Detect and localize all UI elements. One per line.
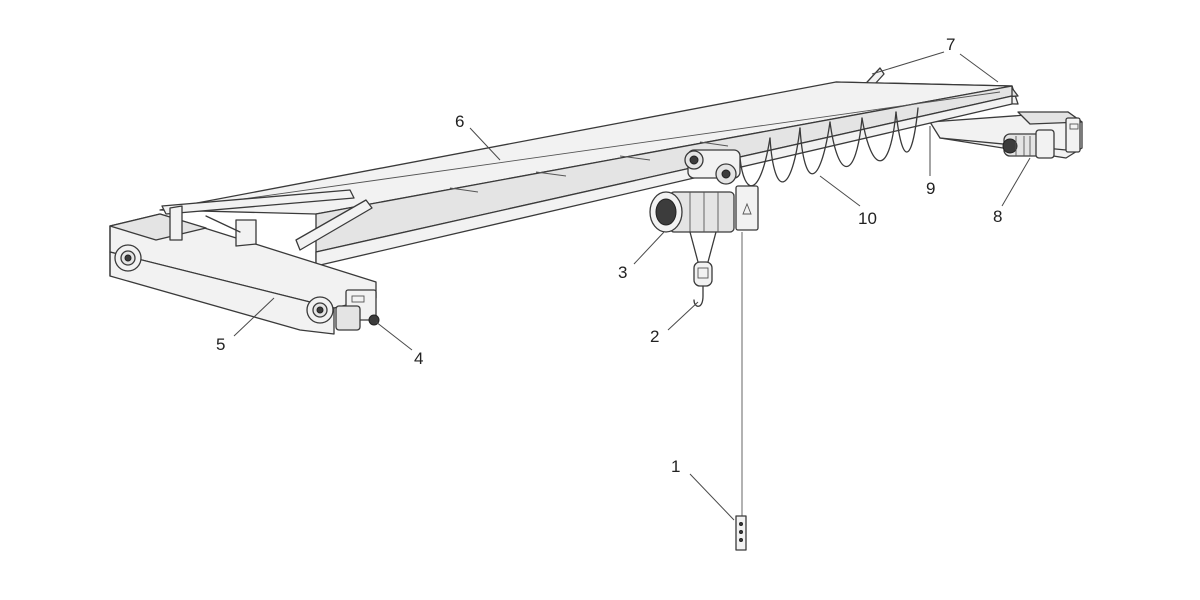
leader-6 <box>469 127 501 161</box>
callout-2: 2 <box>650 327 659 346</box>
callout-7: 7 <box>946 35 955 54</box>
leader-8 <box>1001 157 1031 207</box>
leader-10 <box>819 175 861 207</box>
pendant-control <box>735 232 747 551</box>
leader-lines <box>233 51 1031 521</box>
leader-2 <box>667 301 699 331</box>
leader-1 <box>689 473 735 521</box>
callout-3: 3 <box>618 263 627 282</box>
far-drive-motor <box>1002 129 1055 159</box>
callout-10: 10 <box>858 209 877 228</box>
leader-4 <box>375 321 413 351</box>
callout-8: 8 <box>993 207 1002 226</box>
festoon-cable <box>739 107 919 187</box>
callout-1: 1 <box>671 457 680 476</box>
leader-7b <box>959 53 999 83</box>
leader-5 <box>233 297 275 337</box>
near-girder-bracket <box>161 189 373 251</box>
electric-hoist <box>649 149 759 307</box>
callout-labels: 1 2 3 4 5 6 7 8 9 10 <box>216 35 1002 476</box>
callout-6: 6 <box>455 112 464 131</box>
callout-9: 9 <box>926 179 935 198</box>
leader-7a <box>871 51 945 75</box>
leader-3 <box>633 231 665 265</box>
main-girder <box>159 81 1013 267</box>
callout-5: 5 <box>216 335 225 354</box>
callout-4: 4 <box>414 349 423 368</box>
near-drive-motor <box>335 289 380 331</box>
